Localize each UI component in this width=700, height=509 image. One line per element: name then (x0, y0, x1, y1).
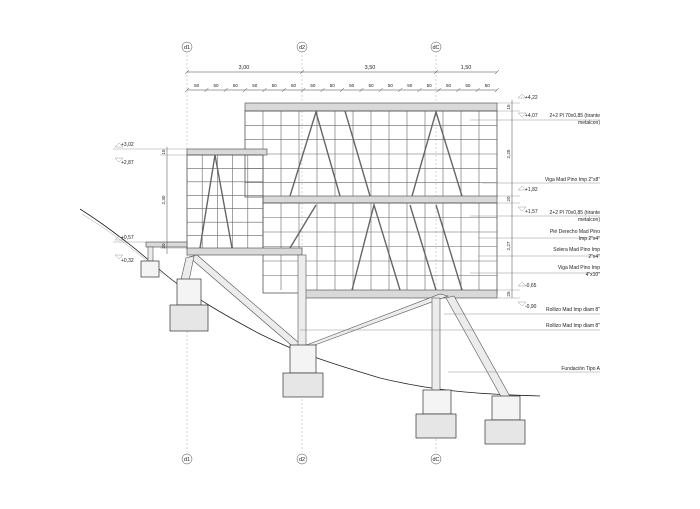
annotation-leaders (300, 119, 600, 373)
sub-dim-label: 50 (369, 83, 375, 88)
level-left-3: +0,57 (121, 235, 134, 241)
annot-viga-2x8: Viga Mad Pino Imp 2"x8" (545, 177, 600, 183)
level-right-6: -0,90 (525, 304, 537, 310)
vdim-right-3: 20 (506, 196, 511, 202)
left-small-post (140, 246, 160, 278)
sub-dim-tick (378, 87, 383, 93)
sub-dim-tick (397, 87, 403, 93)
level-markers-left: +3,02 +2,87 +0,57 +0,32 (113, 142, 160, 264)
sub-dim-label: 50 (233, 83, 239, 88)
dim-main-1: 3,00 (239, 65, 250, 71)
sub-dim-label: 50 (407, 83, 413, 88)
level-right-3: +1,82 (525, 187, 538, 193)
foundations (169, 278, 526, 445)
dim-tick (433, 69, 439, 75)
vdim-right-2: 2,25 (506, 149, 511, 158)
level-right-4: +1,57 (525, 209, 538, 215)
log-posts (179, 254, 513, 403)
annot-pie-derecho-1: Pié Derecho Mad Pino (550, 229, 600, 235)
sub-dim-tick (494, 87, 500, 93)
annot-viga-4x10-1: Viga Mad Pino Imp (558, 265, 600, 271)
annot-rollizo-2: Rollizo Mad Imp diam 8" (546, 323, 600, 329)
sub-dim-label: 50 (465, 83, 471, 88)
axis-label-top-1: d1 (184, 45, 190, 51)
vdim-right-5: 25 (506, 291, 511, 297)
sub-dim-label: 50 (446, 83, 452, 88)
upper-volume-frame (244, 102, 498, 204)
axis-label-top-2: d2 (299, 45, 305, 51)
sub-dim-label: 50 (310, 83, 316, 88)
left-volume-frame (186, 148, 268, 250)
axis-label-bottom-3: dC (432, 457, 439, 463)
sub-dim-label: 50 (214, 83, 220, 88)
sub-dim-tick (436, 87, 442, 93)
annot-tirante-upper-2: metalcon) (578, 120, 600, 126)
annotations: 2+2 Pl 70x0,85 (tirante metalcon) Viga M… (545, 113, 601, 372)
annot-solera-1: Solera Mad Pino Imp (553, 247, 600, 253)
annot-tirante-lower-2: metalcon) (578, 217, 600, 223)
sub-dim-label: 50 (388, 83, 394, 88)
vdim-right-4: 2,27 (506, 241, 511, 250)
sub-dim-label: 50 (291, 83, 297, 88)
sub-dim-label: 50 (330, 83, 336, 88)
dim-main-3: 1,50 (461, 65, 472, 71)
vdim-left-2: 2,30 (161, 195, 166, 204)
axis-bubbles-bottom: d1 d2 dC (181, 453, 442, 465)
annot-tirante-lower-1: 2+2 Pl 70x0,85 (tirante (550, 210, 601, 216)
vdim-left-1: 15 (161, 149, 166, 155)
sub-dim-tick (301, 87, 306, 93)
sub-dim-tick (242, 87, 248, 93)
sub-dim-tick (204, 87, 209, 93)
sub-dim-tick (320, 87, 325, 93)
vdim-left-3: 20 (161, 243, 166, 249)
dimension-chain-top: 3,00 3,50 1,50 50 50 50 50 50 50 50 50 50 50 50 50 5… (184, 65, 500, 93)
dim-tick (299, 69, 305, 75)
axis-label-top-3: dC (432, 45, 439, 51)
axis-label-bottom-1: d1 (184, 457, 190, 463)
floor-beams (145, 241, 498, 299)
dim-main-2: 3,50 (365, 65, 376, 71)
sub-dim-label: 50 (272, 83, 278, 88)
sub-dim-label: 50 (485, 83, 491, 88)
vertical-dimension-left: 15 2,30 20 (160, 147, 187, 254)
annot-viga-4x10-2: 4"x10" (586, 272, 601, 278)
annot-solera-2: 2"x4" (588, 254, 600, 260)
level-left-4: +0,32 (121, 258, 134, 264)
vdim-right-1: 15 (506, 104, 511, 110)
sub-dim-tick (281, 87, 287, 93)
level-markers-right: +4,22 +4,07 +1,82 +1,57 -0,65 -0,90 (517, 93, 538, 310)
level-left-2: +2,87 (121, 160, 134, 166)
annot-tirante-upper-1: 2+2 Pl 70x0,85 (tirante (550, 113, 601, 119)
axis-label-bottom-2: d2 (299, 457, 305, 463)
annot-pie-derecho-2: Imp 2"x4" (579, 236, 601, 242)
dim-tick (494, 69, 500, 75)
level-left-1: +3,02 (121, 142, 134, 148)
vertical-dimension-right: 15 2,25 20 2,27 25 (497, 100, 520, 299)
level-right-1: +4,22 (525, 95, 538, 101)
axis-bubbles-top: d1 d2 dC (181, 41, 442, 53)
sub-dim-tick (359, 87, 364, 93)
diagonal-braces (199, 109, 463, 291)
sub-dim-tick (184, 87, 190, 93)
sub-dim-tick (262, 87, 267, 93)
sub-dim-label: 50 (427, 83, 433, 88)
annot-rollizo-1: Rollizo Mad Imp diam 8" (546, 307, 600, 313)
annot-fundacion: Fundación Tipo A (561, 366, 600, 372)
sub-dim-tick (223, 87, 228, 93)
sub-dim-tick (417, 87, 422, 93)
level-right-5: -0,65 (525, 283, 537, 289)
dim-tick (184, 69, 190, 75)
sub-dim-label: 50 (349, 83, 355, 88)
level-right-2: +4,07 (525, 113, 538, 119)
sub-dim-label: 50 (194, 83, 200, 88)
sub-dim-tick (475, 87, 480, 93)
sub-dim-tick (456, 87, 461, 93)
sub-dim-tick (339, 87, 345, 93)
sub-dim-label: 50 (252, 83, 258, 88)
